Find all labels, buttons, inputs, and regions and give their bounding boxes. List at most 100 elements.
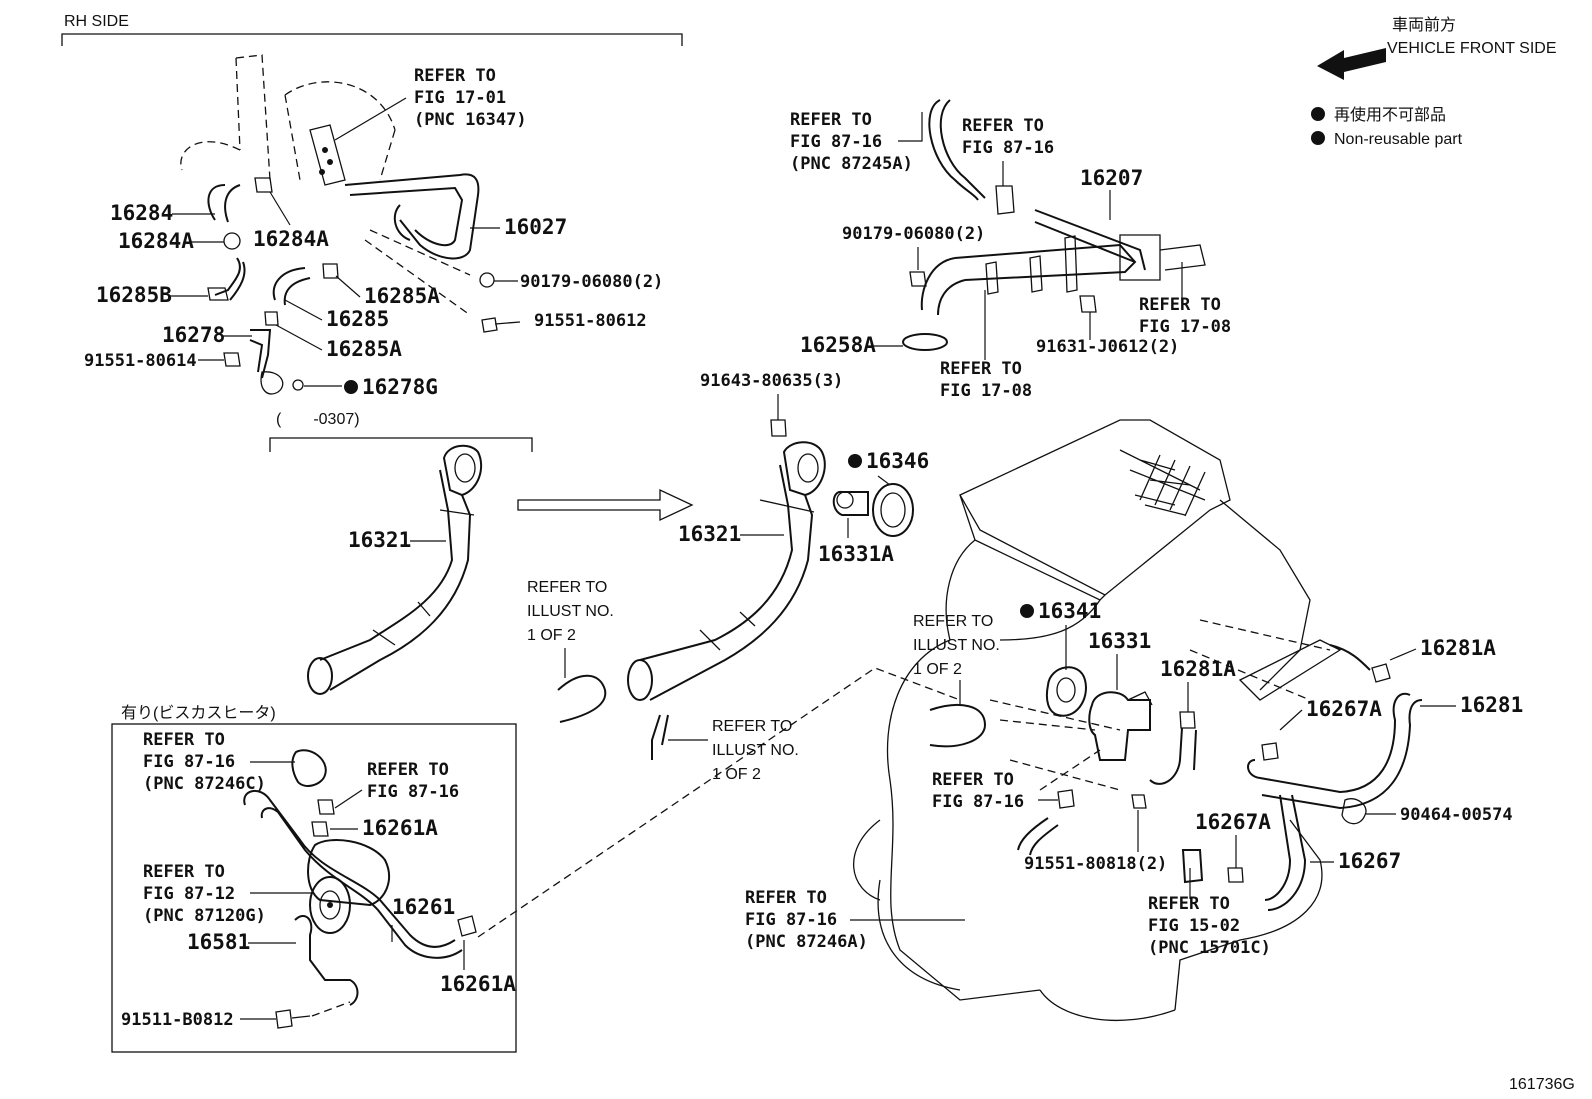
label-91551-80612: 91551-80612 (534, 311, 647, 331)
bolt-91551-80612 (481, 317, 521, 333)
vehicle-front-label: VEHICLE FRONT SIDE (1387, 40, 1557, 57)
clamp-16281A-mid (1179, 711, 1196, 729)
thermostat-16331A (832, 490, 869, 516)
label-refer-illust-2-l2: ILLUST NO. (712, 742, 799, 759)
label-16284A: 16284A (253, 227, 329, 251)
gasket-16341 (1045, 666, 1087, 717)
bolt-91631-J0612 (1079, 295, 1097, 313)
label-refer-15-02-l3: (PNC 15701C) (1148, 938, 1271, 958)
label-refer-87-16-a-l2: FIG 87-16 (790, 132, 882, 152)
hose-16267 (1264, 794, 1307, 911)
label-16284: 16284 (110, 201, 173, 225)
label-refer-17-01-l3: (PNC 16347) (414, 110, 527, 130)
non-reusable-dot-icon-2 (1311, 131, 1325, 145)
footer-code: 161736G (1509, 1076, 1575, 1093)
rh-side-bracket (61, 33, 683, 46)
label-refer-17-08-b-l1: REFER TO (940, 359, 1022, 379)
valve-cover-right (1238, 639, 1342, 701)
viscous-heater-box (111, 723, 517, 1053)
label-91551-80614: 91551-80614 (84, 351, 197, 371)
label-refer-87-12-l1: REFER TO (143, 862, 225, 882)
water-inlet-16331 (1088, 691, 1151, 761)
pipe-16207 (920, 209, 1206, 316)
option-label: 有り(ビスカスヒータ) (121, 704, 276, 722)
label-refer-87-12-l2: FIG 87-12 (143, 884, 235, 904)
label-16258A: 16258A (800, 333, 876, 357)
label-16321-left: 16321 (348, 528, 411, 552)
label-refer-87-16-a-l1: REFER TO (790, 110, 872, 130)
period-bracket (269, 437, 533, 452)
label-refer-87-16-f-l1: REFER TO (367, 760, 449, 780)
label-16278G: 16278G (362, 375, 438, 399)
pipe-16278 (249, 329, 272, 379)
hose-piece (1181, 849, 1204, 884)
front-direction-arrow-icon (1317, 48, 1386, 80)
label-91643-80635: 91643-80635(3) (700, 371, 843, 391)
label-16285: 16285 (326, 307, 389, 331)
label-refer-87-16-f-l2: FIG 87-16 (367, 782, 459, 802)
label-refer-illust-2-l1: REFER TO (712, 718, 792, 735)
hose-16281A (1149, 727, 1197, 785)
non-reusable-16278G-icon (344, 380, 358, 394)
legend-en: Non-reusable part (1334, 131, 1463, 148)
intake-outline (180, 54, 396, 181)
bolt-91643-80635 (770, 419, 787, 437)
clamp-87-16 (995, 185, 1015, 215)
engine-block-outline (853, 419, 1342, 1021)
label-refer-87-16-e-l3: (PNC 87246C) (143, 774, 266, 794)
change-arrow-icon (517, 488, 694, 522)
nut-90179-06080 (479, 272, 495, 288)
section-rh-side: RH SIDE (64, 13, 129, 30)
label-refer-87-16-d-l1: REFER TO (745, 888, 827, 908)
clamp-87-16-f (317, 799, 335, 815)
label-refer-illust-3-l3: 1 OF 2 (913, 661, 962, 678)
clamp-16267A-b (1227, 867, 1244, 883)
bracket-16581 (294, 915, 359, 1006)
label-16261A-a: 16261A (362, 816, 438, 840)
bolt-91511-B0812 (275, 1009, 311, 1029)
clamp-16285A (322, 263, 339, 279)
gasket-16278G (292, 379, 304, 391)
pipe-16027 (344, 173, 480, 260)
label-refer-17-08-b-l2: FIG 17-08 (940, 381, 1032, 401)
label-refer-15-02-l2: FIG 15-02 (1148, 916, 1240, 936)
label-refer-17-01-l2: FIG 17-01 (414, 88, 506, 108)
label-91551-80818: 91551-80818(2) (1024, 854, 1167, 874)
label-refer-illust-1-l1: REFER TO (527, 579, 607, 596)
pipe-16321-left (307, 444, 483, 695)
label-refer-illust-3-l2: ILLUST NO. (913, 637, 1000, 654)
label-refer-87-16-c-l2: FIG 87-16 (932, 792, 1024, 812)
hose-16284 (207, 184, 241, 223)
clamp-87-16-c (1057, 789, 1075, 809)
label-refer-87-16-d-l2: FIG 87-16 (745, 910, 837, 930)
hose-16285B (214, 257, 246, 301)
label-16281: 16281 (1460, 693, 1523, 717)
label-refer-illust-1-l2: ILLUST NO. (527, 603, 614, 620)
label-16027: 16027 (504, 215, 567, 239)
non-reusable-16346-icon (848, 454, 862, 468)
hose-16281 (1247, 692, 1423, 810)
label-91631-J0612: 91631-J0612(2) (1036, 337, 1179, 357)
label-refer-87-16-b-l2: FIG 87-16 (962, 138, 1054, 158)
hose-16285 (272, 267, 311, 306)
label-16346: 16346 (866, 449, 929, 473)
label-refer-illust-2-l3: 1 OF 2 (712, 766, 761, 783)
gasket-16346 (872, 483, 914, 537)
gasket-16258A (902, 333, 948, 351)
label-16267A-a: 16267A (1306, 697, 1382, 721)
pipe-16321-center (627, 441, 826, 760)
label-16285B: 16285B (96, 283, 172, 307)
label-16207: 16207 (1080, 166, 1143, 190)
hose-87245A (928, 99, 986, 201)
label-16281A-top: 16281A (1420, 636, 1496, 660)
label-16321-center: 16321 (678, 522, 741, 546)
hose-end-a (557, 674, 607, 723)
clamp-16284A-b (223, 232, 241, 250)
flange-plate (309, 124, 346, 186)
non-reusable-dot-icon (1311, 107, 1325, 121)
bolt-91551-80614 (223, 352, 241, 367)
label-16285A-b: 16285A (326, 337, 402, 361)
label-16284A-left: 16284A (118, 229, 194, 253)
